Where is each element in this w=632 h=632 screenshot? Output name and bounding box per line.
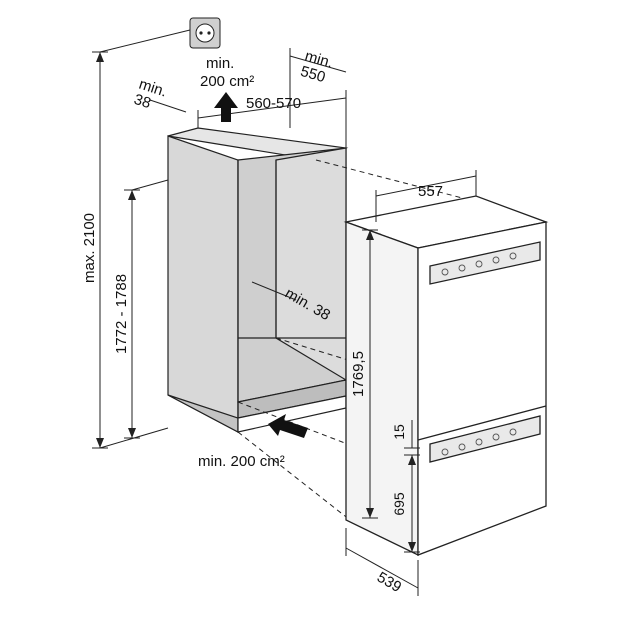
cabinet-niche xyxy=(167,127,349,433)
appliance-depth-label: 539 xyxy=(374,569,404,596)
appliance-width-label: 557 xyxy=(418,183,443,200)
arrow-diagonal-icon xyxy=(268,414,308,438)
door-details xyxy=(441,252,517,456)
vent-top-label: min.200 cm² xyxy=(200,55,254,90)
gap-height-label: 15 xyxy=(391,424,407,440)
vent-bottom-label: min. 200 cm² xyxy=(198,453,285,470)
arrow-up-icon xyxy=(214,92,238,122)
appliance-height-label: 1769,5 xyxy=(350,351,367,397)
niche-width-label: 560-570 xyxy=(246,95,301,112)
power-socket-icon xyxy=(189,17,221,49)
top-setback-label: min.38 xyxy=(132,76,169,116)
refrigerator xyxy=(343,195,549,557)
niche-depth-label: min.550 xyxy=(298,48,334,88)
freezer-height-label: 695 xyxy=(391,492,407,516)
dimension-ticks xyxy=(96,52,416,552)
dimension-lines xyxy=(92,29,477,596)
max-height-label: max. 2100 xyxy=(81,213,98,283)
niche-height-label: 1772 - 1788 xyxy=(113,274,130,354)
